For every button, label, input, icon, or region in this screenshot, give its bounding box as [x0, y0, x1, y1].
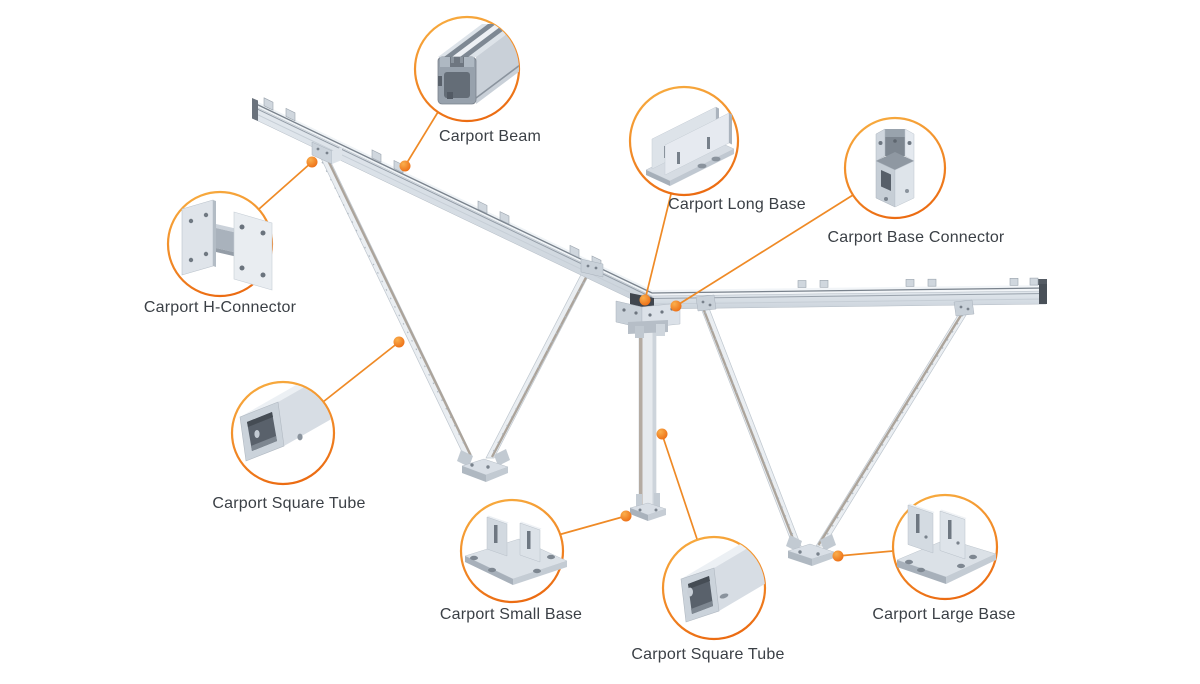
label-carport-square-tube-left: Carport Square Tube [212, 495, 366, 512]
leader-carport-square-tube-bottom [661, 433, 698, 540]
right-brace-bracket-right-render [953, 299, 975, 317]
callout-carport-beam [413, 15, 521, 123]
label-carport-square-tube-bottom: Carport Square Tube [631, 646, 785, 663]
anchor-dot-carport-h-connector [306, 156, 318, 168]
label-carport-small-base: Carport Small Base [439, 606, 583, 623]
anchor-dot-carport-large-base [832, 550, 844, 562]
leader-carport-square-tube-left [322, 341, 400, 403]
anchor-dot-carport-small-base [620, 510, 632, 522]
part-thumbnail-carport-beam [437, 24, 519, 105]
leader-carport-large-base [837, 550, 894, 557]
part-thumbnail-carport-base-connector [875, 128, 915, 208]
brace-left-rear [485, 264, 595, 459]
post-small-base-render [629, 493, 667, 521]
leader-carport-h-connector [258, 161, 313, 210]
anchor-dots [306, 156, 844, 562]
h-connector-bracket-render [311, 141, 342, 165]
part-thumbnail-carport-large-base [896, 503, 997, 584]
leader-carport-small-base [557, 515, 627, 536]
anchor-dot-carport-base-connector [670, 300, 682, 312]
part-thumbnail-carport-small-base [464, 515, 568, 585]
label-carport-large-base: Carport Large Base [872, 606, 1016, 623]
right-foot-base-render [786, 534, 836, 566]
beam-right-render [651, 277, 1047, 310]
callout-carport-square-tube-bottom [661, 535, 767, 641]
leader-lines [258, 111, 894, 557]
leader-carport-beam [404, 111, 439, 167]
anchor-dot-carport-square-tube-bottom [656, 428, 668, 440]
label-carport-h-connector: Carport H-Connector [143, 299, 297, 316]
callout-carport-long-base [628, 85, 740, 197]
anchor-dot-carport-square-tube-left [393, 336, 405, 348]
brace-right-front [698, 302, 802, 547]
right-brace-bracket-left-render [695, 294, 717, 312]
callout-carport-h-connector [166, 190, 274, 298]
callout-carport-square-tube-left [230, 380, 336, 486]
anchor-dot-carport-long-base [639, 294, 651, 306]
part-thumbnail-carport-square-tube-bottom [680, 537, 765, 623]
callout-carport-large-base [891, 493, 999, 601]
label-carport-base-connector: Carport Base Connector [827, 229, 1005, 246]
callout-carport-base-connector [843, 116, 947, 220]
leader-carport-long-base [644, 193, 672, 301]
center-post-render [638, 319, 657, 511]
part-thumbnail-carport-h-connector [181, 199, 273, 291]
label-carport-long-base: Carport Long Base [668, 196, 806, 213]
left-foot-base-render [457, 449, 510, 482]
rear-brace-bracket-render [580, 258, 604, 278]
part-thumbnail-carport-long-base [645, 106, 735, 186]
label-carport-beam: Carport Beam [439, 128, 541, 145]
anchor-dot-carport-beam [399, 160, 411, 172]
callout-carport-small-base [459, 498, 568, 604]
carport-structure-render [252, 97, 1047, 566]
leader-carport-base-connector [675, 194, 854, 307]
